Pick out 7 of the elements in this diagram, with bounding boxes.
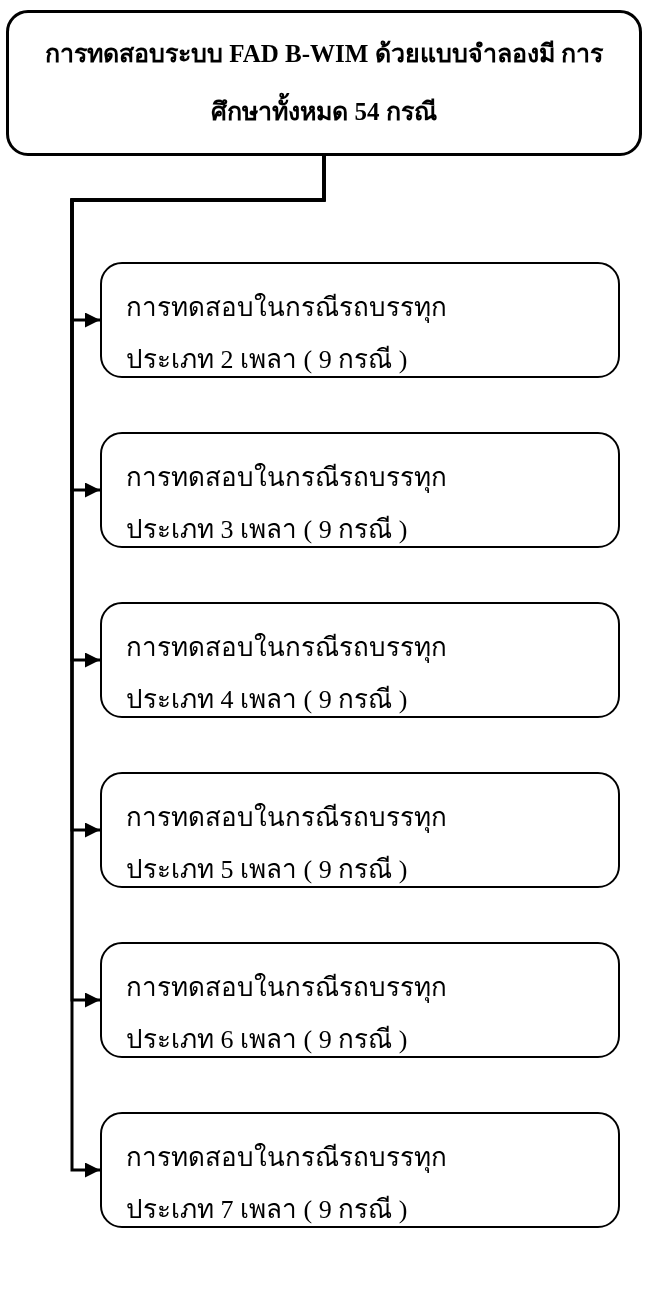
process-box: การทดสอบในกรณีรถบรรทุก ประเภท 3 เพลา ( 9 กรณี ) [100,432,620,548]
process-box: การทดสอบในกรณีรถบรรทุก ประเภท 4 เพลา ( 9 กรณี ) [100,602,620,718]
title-box: การทดสอบระบบ FAD B-WIM ด้วยแบบจำลองมี การศึกษาทั้งหมด 54 กรณี [6,10,642,156]
process-box: การทดสอบในกรณีรถบรรทุก ประเภท 5 เพลา ( 9 กรณี ) [100,772,620,888]
process-box: การทดสอบในกรณีรถบรรทุก ประเภท 7 เพลา ( 9 กรณี ) [100,1112,620,1228]
process-box: การทดสอบในกรณีรถบรรทุก ประเภท 6 เพลา ( 9 กรณี ) [100,942,620,1058]
process-box: การทดสอบในกรณีรถบรรทุก ประเภท 2 เพลา ( 9 กรณี ) [100,262,620,378]
